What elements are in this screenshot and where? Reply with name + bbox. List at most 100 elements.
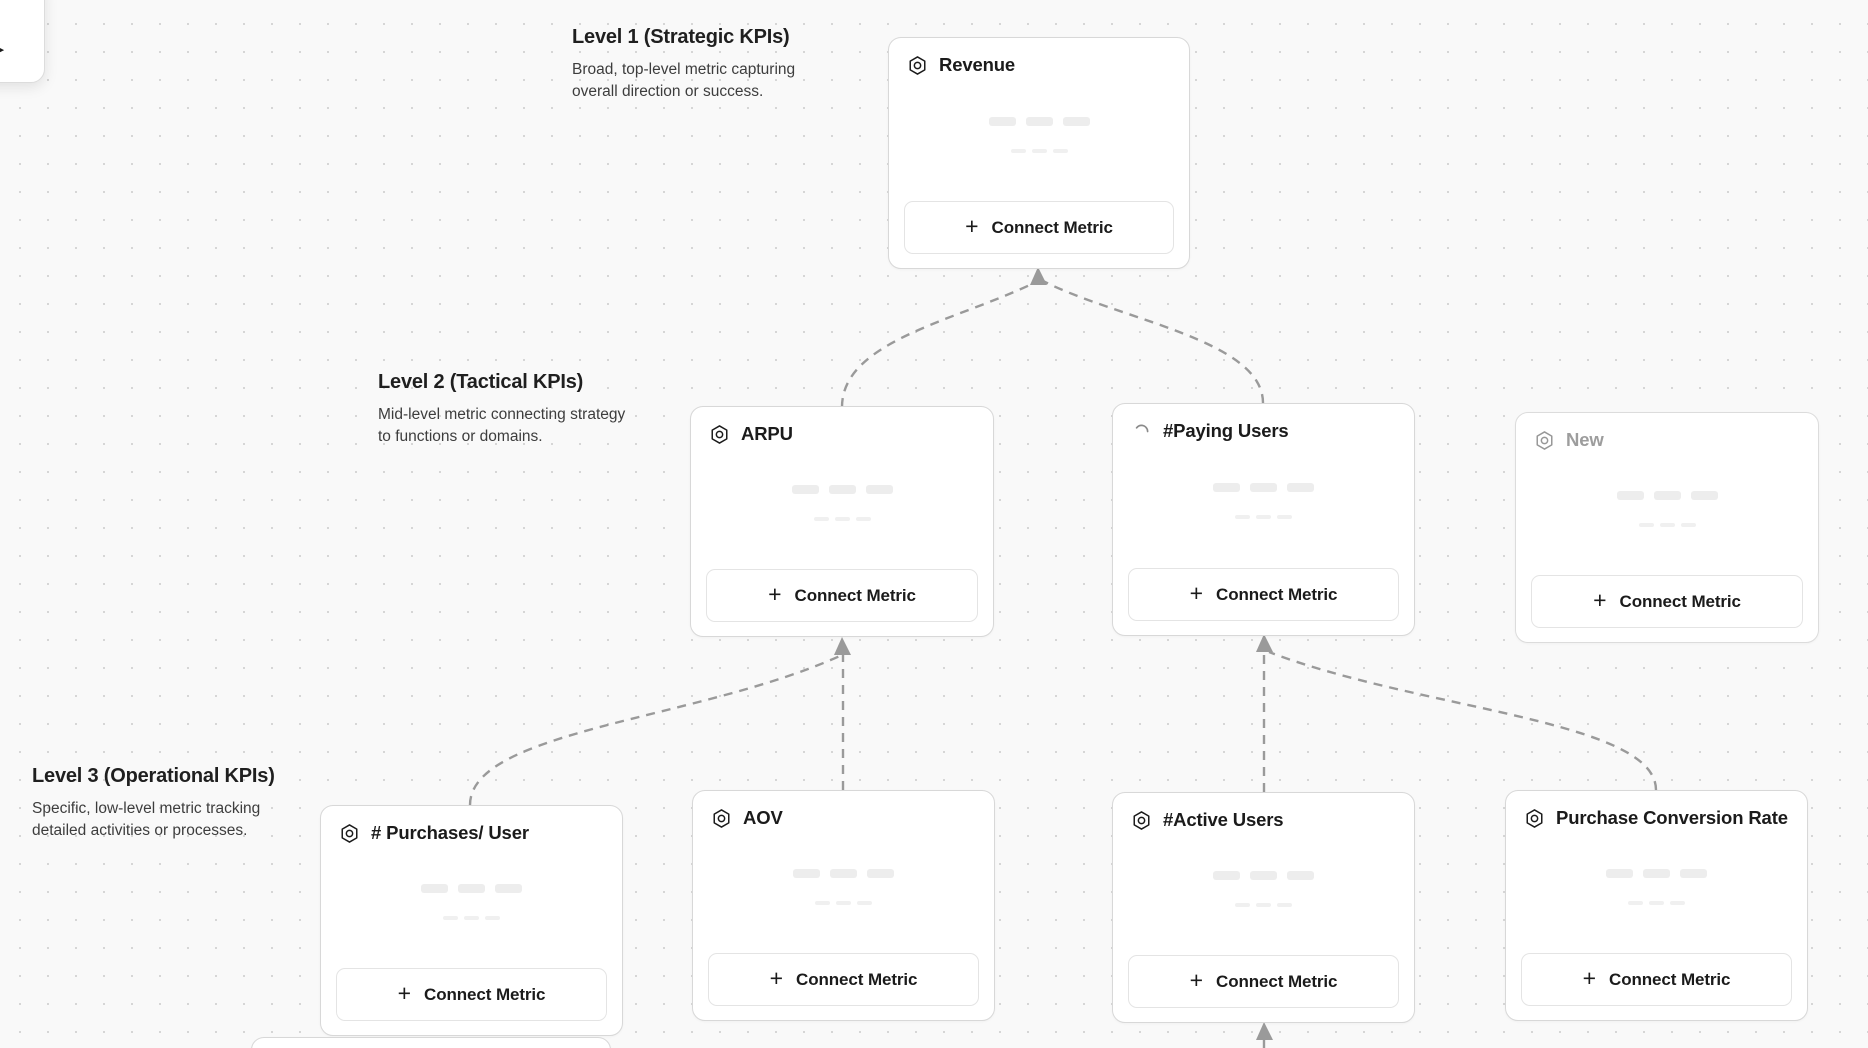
skeleton-bar — [1616, 491, 1644, 500]
skeleton-row-secondary — [813, 517, 871, 521]
arrowhead-arpu — [834, 637, 851, 655]
card-title: Purchase Conversion Rate — [1556, 807, 1788, 828]
wire-purchases-to-arpu — [468, 653, 843, 806]
loading-spinner-icon — [1135, 424, 1149, 432]
connect-metric-label: Connect Metric — [991, 217, 1114, 237]
skeleton-bar — [1235, 515, 1250, 519]
metric-card-clipped-bottom[interactable] — [251, 1037, 611, 1048]
card-skeleton-body — [904, 76, 1174, 201]
skeleton-bar — [1638, 523, 1654, 527]
level-2-description: Mid-level metric connecting strategy to … — [378, 406, 626, 445]
card-header: New — [1531, 427, 1803, 451]
skeleton-row-primary — [1616, 491, 1718, 500]
skeleton-bar — [988, 116, 1016, 126]
skeleton-bar — [793, 869, 820, 878]
skeleton-row-primary — [1213, 871, 1314, 880]
skeleton-row-primary — [1213, 483, 1314, 492]
wire-pcr-to-paying — [1268, 650, 1658, 791]
level-3-description: Specific, low-level metric tracking deta… — [32, 800, 261, 839]
plus-icon: + — [965, 213, 979, 239]
connect-metric-button[interactable]: + Connect Metric — [1531, 575, 1803, 628]
plus-icon: + — [1593, 587, 1607, 613]
skeleton-bar — [1649, 901, 1664, 905]
wire-arpu-to-revenue — [840, 279, 1039, 408]
metric-hexagon-icon — [713, 808, 730, 828]
skeleton-row-secondary — [1235, 515, 1292, 519]
connect-metric-label: Connect Metric — [796, 969, 918, 989]
skeleton-row-secondary — [443, 916, 500, 920]
plus-icon: + — [1189, 580, 1204, 606]
card-skeleton-body — [1531, 451, 1803, 575]
skeleton-row-secondary — [1010, 148, 1068, 153]
connect-metric-button[interactable]: + Connect Metric — [336, 968, 607, 1021]
skeleton-bar — [1256, 903, 1271, 907]
connect-metric-button[interactable]: + Connect Metric — [706, 569, 978, 622]
skeleton-bar — [865, 485, 893, 494]
skeleton-bar — [1250, 871, 1277, 880]
skeleton-bar — [443, 916, 458, 920]
skeleton-bar — [1277, 903, 1292, 907]
skeleton-bar — [458, 884, 485, 893]
card-title: New — [1566, 429, 1604, 450]
connect-metric-button[interactable]: + Connect Metric — [1521, 953, 1792, 1006]
level-3-label-group: Level 3 (Operational KPIs) Specific, low… — [32, 765, 282, 842]
skeleton-row-secondary — [1235, 903, 1292, 907]
connect-metric-label: Connect Metric — [424, 984, 546, 1004]
skeleton-bar — [1653, 491, 1681, 500]
skeleton-bar — [1256, 515, 1271, 519]
skeleton-row-secondary — [815, 901, 872, 905]
level-2-label-group: Level 2 (Tactical KPIs) Mid-level metric… — [378, 371, 628, 448]
card-header: Purchase Conversion Rate — [1521, 805, 1792, 829]
wire-paying-to-revenue — [1042, 279, 1265, 404]
card-title: Revenue — [939, 54, 1016, 75]
card-header: ARPU — [706, 421, 978, 445]
skeleton-bar — [1025, 116, 1053, 126]
metric-hexagon-icon — [909, 55, 926, 75]
level-1-label-group: Level 1 (Strategic KPIs) Broad, top-leve… — [572, 26, 822, 103]
card-title: AOV — [743, 807, 783, 828]
skeleton-bar — [828, 485, 856, 494]
connect-metric-button[interactable]: + Connect Metric — [708, 953, 979, 1006]
metric-card-purchase-conversion-rate[interactable]: Purchase Conversion Rate + Connect Metri… — [1505, 790, 1808, 1021]
metric-hexagon-icon — [341, 823, 358, 843]
metric-card-aov[interactable]: AOV + Connect Metric — [692, 790, 995, 1021]
skeleton-bar — [1670, 901, 1685, 905]
skeleton-row-primary — [421, 884, 522, 893]
metric-hexagon-icon — [1526, 808, 1543, 828]
card-skeleton-body — [1521, 829, 1792, 953]
card-skeleton-body — [1128, 442, 1399, 568]
connect-metric-button[interactable]: + Connect Metric — [1128, 568, 1399, 621]
skeleton-row-secondary — [1628, 901, 1685, 905]
plus-icon: + — [397, 980, 412, 1006]
metric-card-paying-users[interactable]: #Paying Users + Connect Metric — [1112, 403, 1415, 636]
metric-card-revenue[interactable]: Revenue + Connect Metric — [888, 37, 1190, 269]
connect-metric-button[interactable]: + Connect Metric — [1128, 955, 1399, 1008]
card-title: ARPU — [741, 423, 793, 444]
metric-card-arpu[interactable]: ARPU + Connect Metric — [690, 406, 994, 637]
card-header: #Paying Users — [1128, 418, 1399, 442]
card-header: #Active Users — [1128, 807, 1399, 831]
connect-metric-button[interactable]: + Connect Metric — [904, 201, 1174, 254]
metric-card-purchases-per-user[interactable]: # Purchases/ User + Connect Metric — [320, 805, 623, 1036]
skeleton-bar — [485, 916, 500, 920]
level-3-title: Level 3 (Operational KPIs) — [32, 765, 275, 787]
plus-icon: + — [1189, 967, 1204, 993]
skeleton-row-secondary — [1638, 523, 1696, 527]
skeleton-bar — [867, 869, 894, 878]
skeleton-bar — [830, 869, 857, 878]
card-title: #Paying Users — [1163, 420, 1289, 441]
skeleton-bar — [1287, 483, 1314, 492]
metric-hexagon-icon — [1536, 430, 1553, 450]
skeleton-row-primary — [791, 485, 893, 494]
arrowhead-revenue — [1030, 267, 1047, 285]
metric-card-active-users[interactable]: #Active Users + Connect Metric — [1112, 792, 1415, 1023]
skeleton-bar — [464, 916, 479, 920]
skeleton-bar — [815, 901, 830, 905]
metric-card-new[interactable]: New + Connect Metric — [1515, 412, 1819, 643]
floating-panel-clipped[interactable] — [0, 0, 45, 83]
arrowhead-active-bottom — [1256, 1022, 1273, 1040]
skeleton-bar — [834, 517, 850, 521]
card-skeleton-body — [708, 829, 979, 953]
skeleton-bar — [1659, 523, 1675, 527]
